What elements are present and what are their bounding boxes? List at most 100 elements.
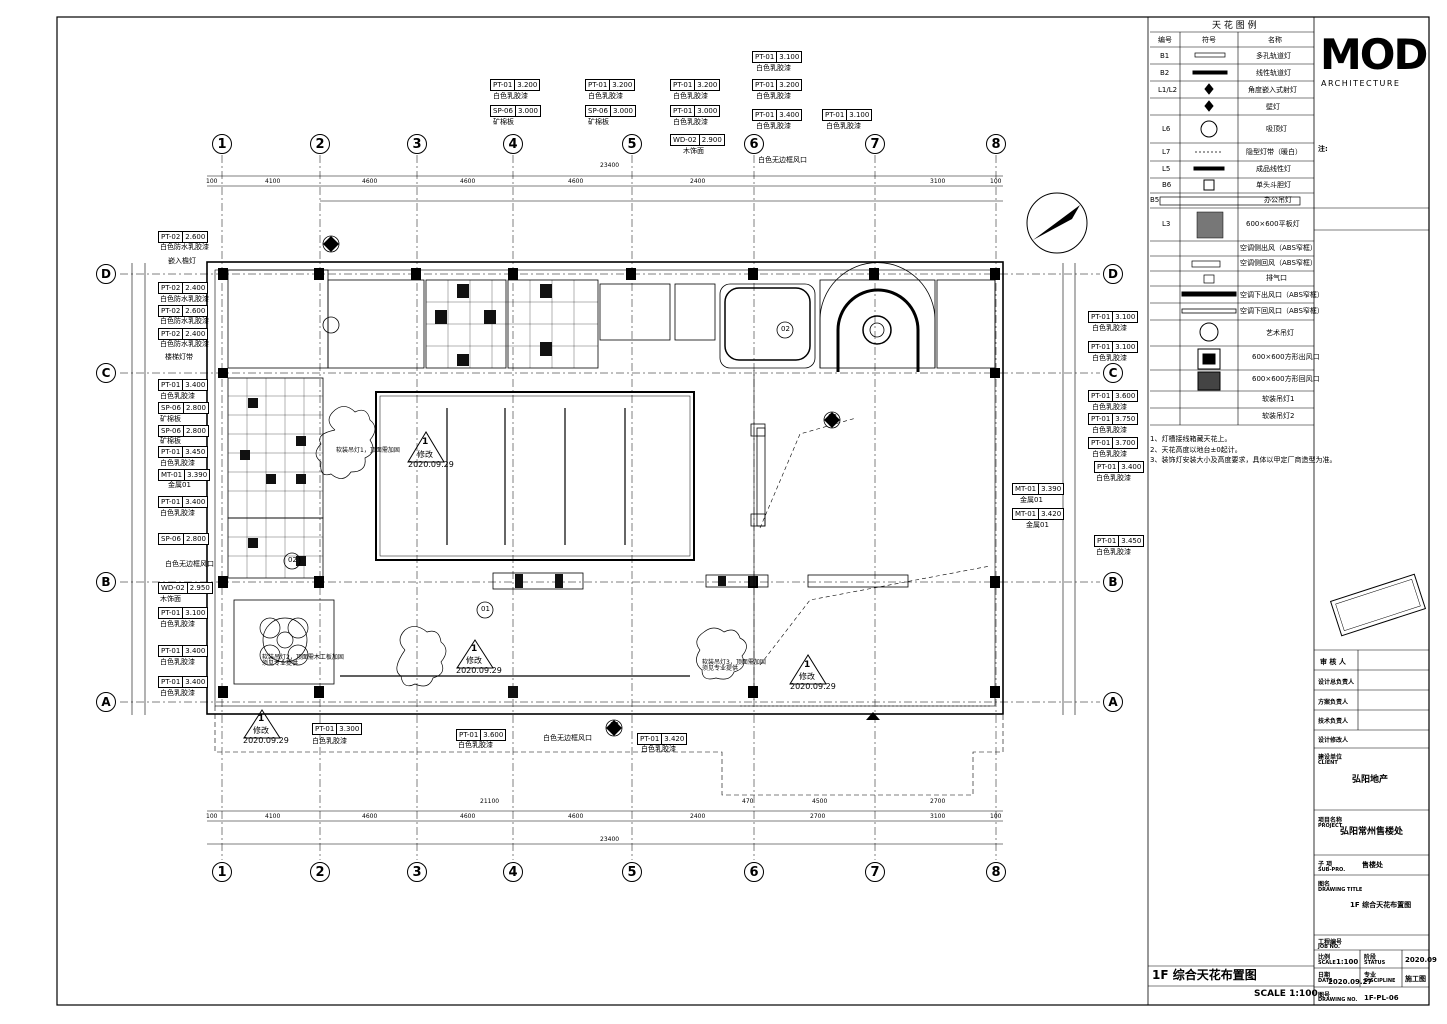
sign-row-2: 方案负责人 bbox=[1318, 699, 1349, 706]
date-value: 2020.09.27 bbox=[1328, 978, 1373, 986]
grid-bubble-8-top: 8 bbox=[986, 134, 1006, 154]
sign-row-3: 技术负责人 bbox=[1318, 718, 1349, 725]
legend-name-10: 空调侧出风（ABS窄框） bbox=[1240, 244, 1317, 252]
job-no-label: 工程编号 bbox=[1318, 939, 1343, 946]
revision-num-4: 1 bbox=[804, 660, 811, 670]
tag-left-7-desc: 矿棉板 bbox=[160, 437, 181, 445]
grid-bubble-5-bottom: 5 bbox=[622, 862, 642, 882]
legend-name-9: 600×600平板灯 bbox=[1246, 220, 1300, 228]
dim-bottom-3: 4600 bbox=[460, 813, 476, 820]
cut-marker-03: 03 bbox=[828, 413, 837, 421]
dim-top-2: 4600 bbox=[362, 178, 378, 185]
project-label-en: PROJECT bbox=[1318, 823, 1343, 829]
grid-bubble-3-top: 3 bbox=[407, 134, 427, 154]
legend-code-0: B1 bbox=[1160, 52, 1170, 60]
major-label-en: DISCIPLINE bbox=[1364, 978, 1396, 984]
drawing-no-value: 1F-PL-06 bbox=[1364, 994, 1399, 1002]
revision-label-3: 修改 bbox=[253, 726, 269, 735]
dim-bottom-2-1: 470 bbox=[742, 798, 754, 805]
tag-right-1-desc: 白色乳胶漆 bbox=[1092, 324, 1127, 332]
legend-note-3: 3、装饰灯安装大小及高度要求，具体以甲定厂商造型为准。 bbox=[1150, 456, 1337, 464]
tag-left-1-desc: 白色防水乳胶漆 bbox=[160, 243, 209, 251]
legend-name-17: 600×600方形回风口 bbox=[1252, 375, 1320, 383]
dim-bottom-4: 4600 bbox=[568, 813, 584, 820]
dim-bottom-2-0: 21100 bbox=[480, 798, 500, 805]
tag-right-3-desc: 白色乳胶漆 bbox=[1092, 403, 1127, 411]
grid-bubble-6-top: 6 bbox=[744, 134, 764, 154]
revision-label-1: 修改 bbox=[417, 450, 433, 459]
legend-name-19: 软装吊灯2 bbox=[1262, 412, 1295, 420]
cut-marker-01-a: 01 bbox=[327, 239, 336, 247]
grid-bubble-A-left: A bbox=[96, 692, 116, 712]
revision-date-1: 2020.09.29 bbox=[408, 460, 454, 469]
legend-name-16: 600×600方形出风口 bbox=[1252, 353, 1320, 361]
legend-name-11: 空调侧回风（ABS窄框） bbox=[1240, 259, 1317, 267]
sub-project-value: 售楼处 bbox=[1362, 861, 1383, 869]
tag-bottom-2-desc: 白色乳胶漆 bbox=[458, 741, 493, 749]
grid-bubble-B-left: B bbox=[96, 572, 116, 592]
sign-row-1: 设计总负责人 bbox=[1318, 679, 1355, 686]
legend-code-9: L3 bbox=[1162, 220, 1171, 228]
dim-bottom-8: 100 bbox=[990, 813, 1002, 820]
tag-left-14-desc: 白色乳胶漆 bbox=[160, 658, 195, 666]
tag-right-7-desc: 金属01 bbox=[1020, 496, 1043, 504]
scale-value: 1:100 bbox=[1336, 958, 1359, 966]
drawing-scale: SCALE 1:100 bbox=[1254, 989, 1318, 999]
grid-bubble-3-bottom: 3 bbox=[407, 862, 427, 882]
logo-architecture: ARCHITECTURE bbox=[1321, 79, 1401, 88]
legend-name-13: 空调下出风口（ABS窄框） bbox=[1240, 291, 1324, 299]
job-no-label-en: JOB NO. bbox=[1318, 944, 1340, 950]
tag-top-11-desc: 白色乳胶漆 bbox=[826, 122, 861, 130]
grid-bubble-7-top: 7 bbox=[865, 134, 885, 154]
legend-note-2: 2、天花高度以地台±0起计。 bbox=[1150, 446, 1242, 454]
legend-name-12: 排气口 bbox=[1266, 274, 1287, 282]
tag-left-4-desc: 白色防水乳胶漆 bbox=[160, 340, 209, 348]
tag-left-10-desc: 白色乳胶漆 bbox=[160, 509, 195, 517]
cut-marker-02-a: 02 bbox=[781, 325, 790, 333]
legend-code-2: L1/L2 bbox=[1158, 86, 1178, 94]
drawing-title-value: 1F 综合天花布置图 bbox=[1350, 901, 1412, 909]
legend-name-15: 艺术吊灯 bbox=[1266, 329, 1294, 337]
sign-row-4: 设计修改人 bbox=[1318, 737, 1349, 744]
drawing-title: 1F 综合天花布置图 bbox=[1152, 968, 1257, 982]
legend-name-2: 角度嵌入式射灯 bbox=[1248, 86, 1297, 94]
dim-top-5: 2400 bbox=[690, 178, 706, 185]
dim-total-bottom: 23400 bbox=[600, 836, 620, 843]
drawing-no-label: 图号 bbox=[1318, 992, 1331, 999]
tag-top-2-desc: 白色乳胶漆 bbox=[493, 92, 528, 100]
sign-row-0: 审 核 人 bbox=[1320, 658, 1346, 666]
drawing-title-label-en: DRAWING TITLE bbox=[1318, 887, 1363, 893]
dim-bottom-1: 4100 bbox=[265, 813, 281, 820]
dim-top-3: 4600 bbox=[460, 178, 476, 185]
grid-bubble-8-bottom: 8 bbox=[986, 862, 1006, 882]
legend-name-18: 软装吊灯1 bbox=[1262, 395, 1295, 403]
tag-right-6-desc: 白色乳胶漆 bbox=[1096, 474, 1131, 482]
grid-bubble-7-bottom: 7 bbox=[865, 862, 885, 882]
sub-project-label-en: SUB-PRO. bbox=[1318, 867, 1346, 873]
cut-marker-01-b: 01 bbox=[481, 605, 490, 613]
revision-num-2: 1 bbox=[471, 644, 478, 654]
cut-marker-02-c: 02 bbox=[610, 721, 619, 729]
stage-date-value: 2020.09 bbox=[1405, 956, 1437, 964]
grid-bubble-5-top: 5 bbox=[622, 134, 642, 154]
tag-bottom-1-desc: 白色乳胶漆 bbox=[312, 737, 347, 745]
scale-label-en: SCALE bbox=[1318, 960, 1336, 966]
tag-right-8-desc: 金属01 bbox=[1026, 521, 1049, 529]
revision-label-2: 修改 bbox=[466, 656, 482, 665]
tag-bottom-3-desc: 白色乳胶漆 bbox=[641, 745, 676, 753]
stage-label-en: STATUS bbox=[1364, 960, 1386, 966]
legend-name-7: 单头斗胆灯 bbox=[1256, 181, 1291, 189]
